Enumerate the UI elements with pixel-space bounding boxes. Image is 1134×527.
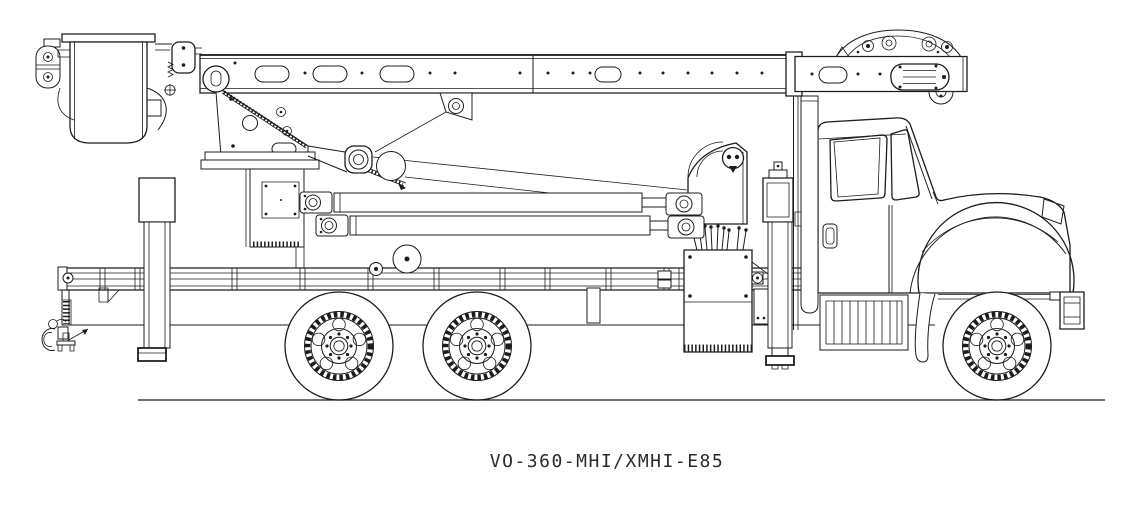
link-arm bbox=[308, 146, 406, 181]
door-window bbox=[830, 135, 887, 201]
front-wheel bbox=[943, 292, 1051, 400]
headlight bbox=[1042, 199, 1064, 224]
rear-wheel-2 bbox=[423, 292, 531, 400]
boom-tip-plate bbox=[891, 64, 949, 90]
rear-pintle-hook bbox=[42, 288, 119, 351]
front-outrigger bbox=[763, 162, 794, 369]
boom-slot bbox=[255, 66, 289, 82]
cab bbox=[818, 118, 1070, 293]
drawing-caption: VO-360-MHI/XMHI-E85 bbox=[489, 451, 725, 472]
boom-slot bbox=[313, 66, 347, 82]
exhaust-stack bbox=[795, 96, 818, 313]
leveling-bracket bbox=[164, 42, 195, 96]
bucket-rim bbox=[62, 34, 155, 42]
under-tip-idler bbox=[929, 92, 953, 104]
turret bbox=[688, 142, 747, 224]
under-boom-bracket bbox=[375, 93, 472, 152]
rear-outrigger bbox=[138, 178, 175, 361]
vent-window bbox=[891, 130, 919, 200]
boom-rivets bbox=[233, 61, 764, 75]
bucket-assembly bbox=[36, 34, 202, 143]
door-handle bbox=[823, 224, 837, 248]
boom-tip-cover bbox=[147, 88, 166, 130]
boom-rest-post bbox=[794, 95, 799, 330]
cab-step-box bbox=[820, 295, 908, 350]
elbow-assembly bbox=[201, 66, 319, 268]
lower-boom-chords bbox=[366, 157, 687, 276]
sheave-head bbox=[836, 30, 961, 57]
boom-slot bbox=[595, 67, 621, 82]
fender-skirt bbox=[915, 293, 935, 362]
bucket-body bbox=[70, 42, 147, 143]
fender-arcs bbox=[910, 203, 1074, 362]
elbow-pivot-boss bbox=[203, 66, 229, 92]
boom-extension bbox=[795, 30, 967, 104]
elbow-pedestal-box bbox=[250, 169, 304, 247]
rear-wheel-1 bbox=[285, 292, 393, 400]
bucket-rotator bbox=[36, 39, 74, 120]
lower-boom-cylinders bbox=[300, 192, 704, 238]
upper-boom bbox=[200, 52, 802, 96]
pedestal-control-box bbox=[658, 250, 769, 352]
boom-slot bbox=[380, 66, 414, 82]
front-bumper bbox=[1050, 292, 1084, 329]
